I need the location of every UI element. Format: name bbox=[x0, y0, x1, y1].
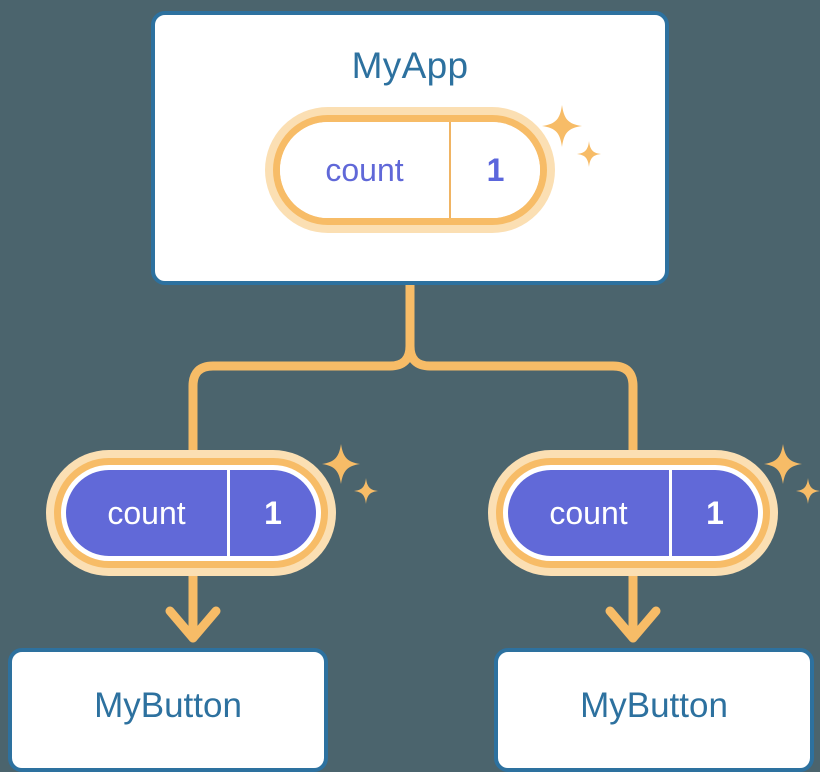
arrow-down-icon bbox=[605, 567, 661, 643]
mybutton-card-left[interactable]: MyButton bbox=[8, 648, 328, 772]
mybutton-card-right[interactable]: MyButton bbox=[494, 648, 814, 772]
branch-connector-icon bbox=[188, 280, 638, 457]
state-key-label: count bbox=[280, 122, 451, 218]
state-key-label: count bbox=[66, 470, 230, 556]
state-pill-child-left[interactable]: count 1 bbox=[66, 470, 316, 556]
arrow-down-icon bbox=[165, 567, 221, 643]
state-key-label: count bbox=[508, 470, 672, 556]
state-pill-child-right[interactable]: count 1 bbox=[508, 470, 758, 556]
state-value-label: 1 bbox=[706, 495, 724, 531]
state-pill-root[interactable]: count 1 bbox=[280, 122, 540, 218]
page-title: MyApp bbox=[351, 45, 469, 86]
mybutton-label: MyButton bbox=[94, 686, 242, 725]
state-value-label: 1 bbox=[486, 152, 505, 188]
state-value-label: 1 bbox=[264, 495, 282, 531]
mybutton-label: MyButton bbox=[580, 686, 728, 725]
